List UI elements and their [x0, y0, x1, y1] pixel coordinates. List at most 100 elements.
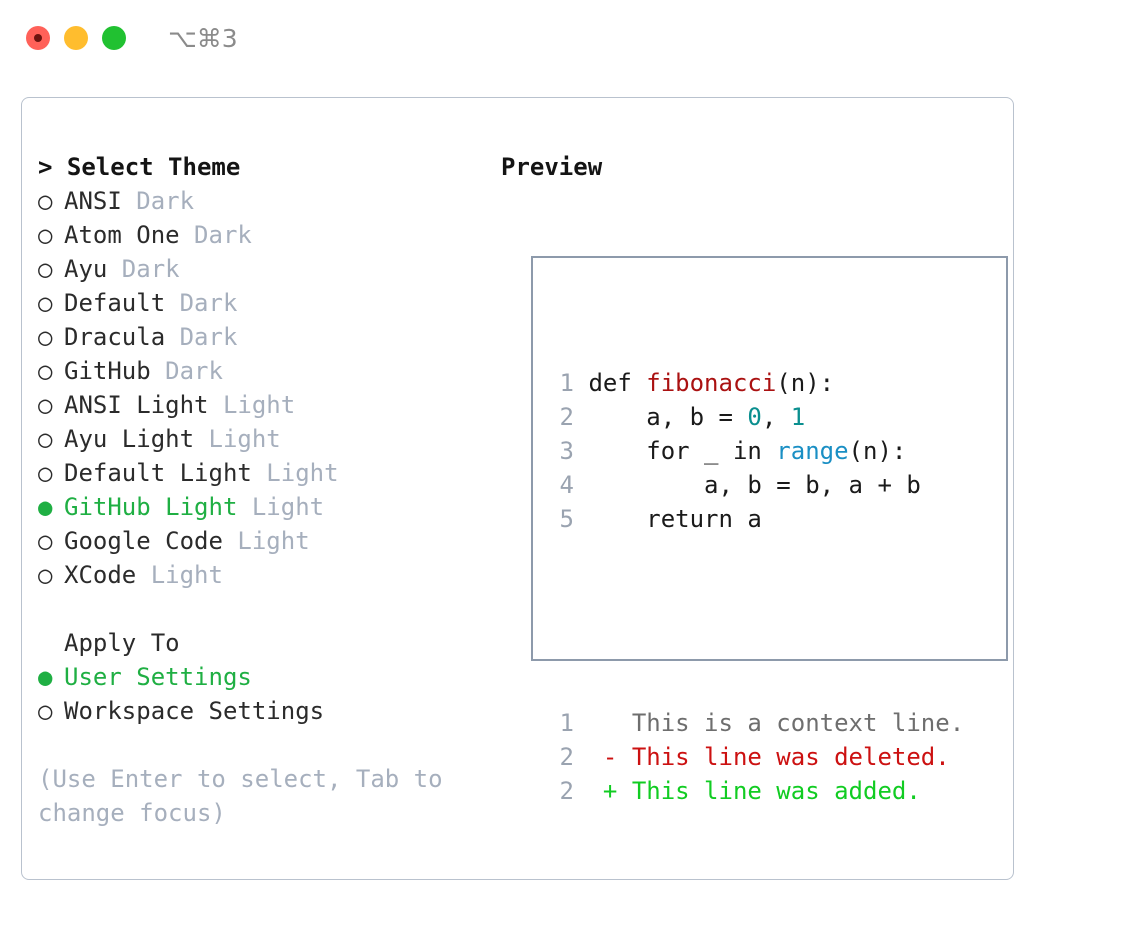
radio-unselected-icon: ○: [38, 187, 53, 215]
code-line: 2 a, b = 0, 1: [552, 400, 964, 434]
theme-option-label: Ayu Light: [64, 425, 195, 453]
theme-option[interactable]: ○ Google Code Light: [38, 524, 478, 558]
theme-option[interactable]: ○ GitHub Dark: [38, 354, 478, 388]
theme-option[interactable]: ● GitHub Light Light: [38, 490, 478, 524]
code-token: return a: [588, 505, 762, 533]
code-token: fibonacci: [646, 369, 777, 397]
radio-selected-icon: ●: [38, 663, 53, 691]
line-number: 1: [559, 369, 574, 397]
select-theme-heading: > Select Theme: [38, 153, 241, 181]
diff-sample: 1 This is a context line.2 - This line w…: [552, 706, 965, 808]
radio-unselected-icon: ○: [38, 425, 53, 453]
theme-option-label: ANSI: [64, 187, 122, 215]
line-number: 1: [559, 709, 574, 737]
apply-to-list[interactable]: ● User Settings ○Workspace Settings: [38, 660, 478, 728]
diff-text: This line was deleted.: [631, 743, 950, 771]
radio-unselected-icon: ○: [38, 255, 53, 283]
theme-option-label: GitHub: [64, 357, 151, 385]
theme-variant-badge: Light: [251, 459, 339, 487]
radio-unselected-icon: ○: [38, 527, 53, 555]
theme-option[interactable]: ○ Atom One Dark: [38, 218, 478, 252]
radio-selected-icon: ●: [38, 493, 53, 521]
theme-selector-column: > Select Theme ○ANSI Dark○Atom One Dark○…: [38, 150, 478, 830]
diff-line: 1 This is a context line.: [552, 706, 965, 740]
theme-option-label: Ayu: [64, 255, 108, 283]
keyboard-shortcut-label: ⌥⌘3: [168, 24, 238, 53]
code-token: 1: [790, 403, 806, 431]
preview-column: Preview 1 def fibonacci(n):2 a, b = 0, 1…: [501, 150, 1008, 805]
theme-variant-badge: Dark: [121, 187, 195, 215]
theme-variant-badge: Light: [194, 425, 281, 453]
code-token: range: [776, 437, 849, 465]
theme-option-label: Dracula: [64, 323, 166, 351]
theme-variant-badge: Dark: [179, 221, 252, 249]
apply-to-heading: Apply To: [64, 629, 180, 657]
theme-option[interactable]: ○ Dracula Dark: [38, 320, 478, 354]
line-number: 3: [559, 437, 574, 465]
theme-variant-badge: Dark: [150, 357, 223, 385]
radio-unselected-icon: ○: [38, 391, 53, 419]
radio-unselected-icon: ○: [38, 289, 53, 317]
code-line: 4 a, b = b, a + b: [552, 468, 964, 502]
code-token: (n):: [848, 437, 907, 465]
radio-unselected-icon: ○: [38, 459, 53, 487]
theme-variant-badge: Light: [136, 561, 223, 589]
theme-variant-badge: Light: [237, 493, 325, 521]
minimize-button[interactable]: [64, 26, 88, 50]
line-number: 2: [559, 403, 574, 431]
apply-to-option[interactable]: ● User Settings: [38, 660, 478, 694]
theme-option[interactable]: ○ Default Dark: [38, 286, 478, 320]
diff-marker: [603, 709, 632, 737]
radio-unselected-icon: ○: [38, 323, 53, 351]
radio-unselected-icon: ○: [38, 221, 53, 249]
line-number: 5: [559, 505, 574, 533]
diff-marker: +: [602, 777, 632, 805]
code-token: for _ in: [588, 437, 777, 465]
theme-variant-badge: Dark: [165, 323, 238, 351]
code-token: def: [588, 369, 647, 397]
theme-variant-badge: Light: [208, 391, 296, 419]
theme-option[interactable]: ○ ANSI Light Light: [38, 388, 478, 422]
theme-option-label: Atom One: [64, 221, 180, 249]
theme-option[interactable]: ○Default Light Light: [38, 456, 478, 490]
diff-text: This is a context line.: [631, 709, 965, 737]
code-diff-separator: [552, 604, 964, 638]
diff-line: 2 + This line was added.: [552, 774, 964, 808]
theme-option-label: ANSI Light: [64, 391, 209, 419]
code-token: (n):: [776, 369, 835, 397]
code-line: 5 return a: [552, 502, 964, 536]
code-line: 3 for _ in range(n):: [552, 434, 964, 468]
theme-option[interactable]: ○Ayu Dark: [38, 252, 478, 286]
theme-option-label: Default: [64, 289, 166, 317]
theme-variant-badge: Light: [222, 527, 310, 555]
radio-unselected-icon: ○: [38, 561, 53, 589]
close-button[interactable]: [26, 26, 50, 50]
code-line: 1 def fibonacci(n):: [552, 366, 964, 400]
theme-option[interactable]: ○ XCode Light: [38, 558, 478, 592]
keyboard-hint-text: (Use Enter to select, Tab to change focu…: [38, 765, 458, 827]
main-card: > Select Theme ○ANSI Dark○Atom One Dark○…: [21, 97, 1014, 880]
theme-option-label: GitHub Light: [64, 493, 238, 521]
theme-option[interactable]: ○ Ayu Light Light: [38, 422, 478, 456]
theme-variant-badge: Dark: [165, 289, 238, 317]
code-token: a, b = b, a + b: [588, 471, 921, 499]
theme-option[interactable]: ○ ANSI Dark: [38, 184, 478, 218]
window-controls: [26, 26, 126, 50]
code-token: ,: [761, 403, 791, 431]
apply-to-option-label: User Settings: [64, 663, 252, 691]
apply-to-option[interactable]: ○Workspace Settings: [38, 694, 478, 728]
theme-option-label: XCode: [64, 561, 137, 589]
diff-text: This line was added.: [631, 777, 921, 805]
radio-unselected-icon: ○: [38, 357, 53, 385]
radio-unselected-icon: ○: [38, 697, 53, 725]
line-number: 4: [559, 471, 574, 499]
theme-option-label: Google Code: [64, 527, 223, 555]
theme-list[interactable]: ○ANSI Dark○Atom One Dark○Ayu Dark○Defaul…: [38, 184, 478, 592]
preview-heading: Preview: [501, 153, 603, 181]
maximize-button[interactable]: [102, 26, 126, 50]
diff-marker: -: [602, 743, 632, 771]
diff-line: 2 - This line was deleted.: [552, 740, 964, 774]
code-token: 0: [747, 403, 762, 431]
